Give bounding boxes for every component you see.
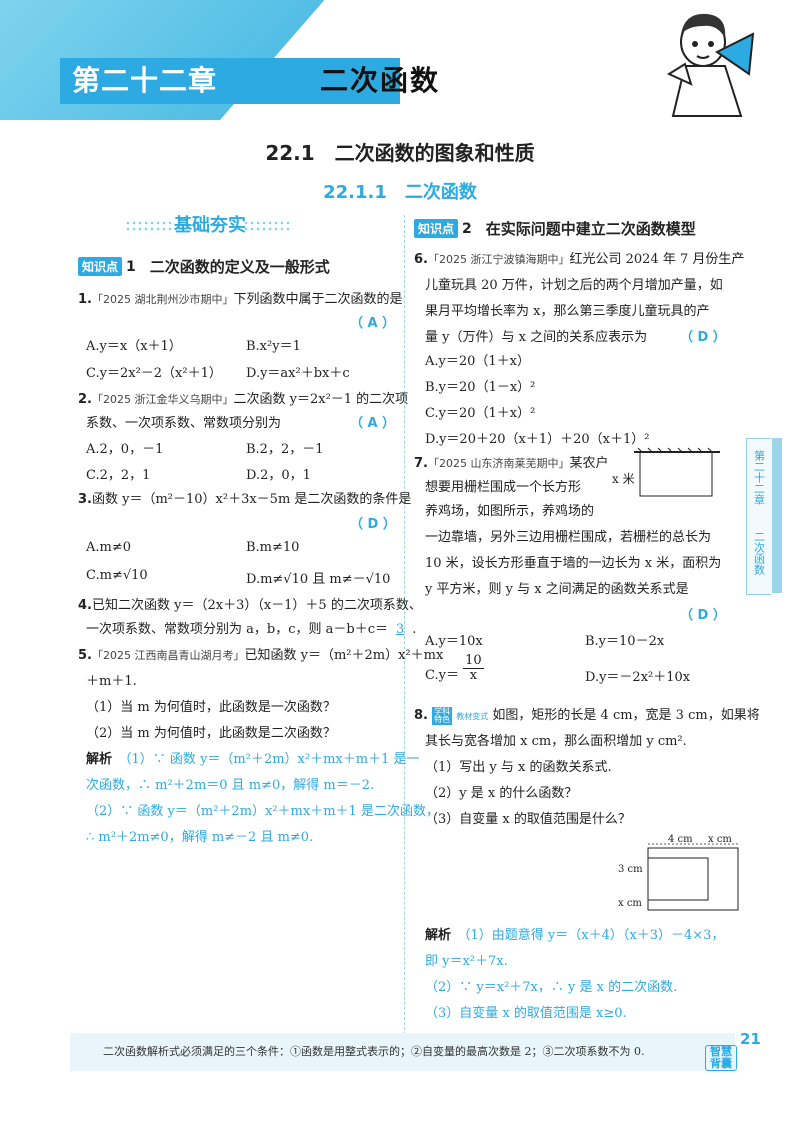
- cartoon-student-icon: [666, 13, 755, 117]
- q1-opt-b: B.x²y＝1: [246, 339, 301, 354]
- q7-stem-2: 想要用栅栏围成一个长方形: [425, 480, 582, 495]
- kp-text: 在实际问题中建立二次函数模型: [485, 220, 696, 238]
- knowledge-point-2: 知识点 2 在实际问题中建立二次函数模型: [414, 218, 696, 239]
- q7-opt-b: B.y＝10－2x: [585, 634, 665, 649]
- kp-tag: 知识点: [414, 219, 459, 238]
- q5-stem: 5.「2025 江西南昌青山湖月考」已知函数 y＝（m²＋2m）x²＋mx: [78, 648, 444, 663]
- side-tab: 第二十二章 二次函数: [746, 438, 771, 595]
- kp-num: 2: [462, 220, 472, 237]
- column-divider: [404, 215, 405, 1040]
- q2-opt-b: B.2，2，－1: [246, 442, 324, 457]
- q8-fig-x2: x cm: [618, 898, 642, 909]
- q6-opt-b: B.y＝20（1－x）²: [425, 380, 536, 395]
- q8-fig-x1: x cm: [708, 834, 732, 845]
- q2-opt-c: C.2，2，1: [86, 468, 151, 483]
- q8-part-1: （1）写出 y 与 x 的函数关系式.: [425, 760, 612, 775]
- q3-opt-a: A.m≠0: [86, 540, 132, 555]
- q4-stem: 4.已知二次函数 y＝（2x＋3）（x－1）＋5 的二次项系数、: [78, 598, 422, 613]
- chapter-bar: [60, 58, 400, 104]
- q6-opt-d: D.y＝20＋20（x＋1）＋20（x＋1）²: [425, 432, 650, 447]
- q8-fig-3: 3 cm: [618, 864, 643, 875]
- q8-fig-4: 4 cm: [668, 834, 693, 845]
- q7-figure: [634, 447, 720, 497]
- q2-answer: （ A ）: [350, 416, 396, 431]
- q8-stem-1: 8. 学科特色 教材变式 如图，矩形的长是 4 cm，宽是 3 cm，如果将: [414, 706, 760, 725]
- footer-tip: 二次函数解析式必须满足的三个条件：①函数是用整式表示的；②自变量的最高次数是 2…: [103, 1045, 645, 1058]
- q8-badge: 学科特色: [432, 706, 453, 725]
- q7-fig-label: x 米: [612, 472, 635, 486]
- q8-badge-text: 教材变式: [456, 712, 489, 721]
- q8-solution-1: 解析 （1）由题意得 y＝（x＋4）（x＋3）－4×3，: [425, 928, 725, 943]
- q7-stem-5: 10 米，设长方形垂直于墙的一边长为 x 米，面积为: [425, 556, 722, 571]
- kp-tag: 知识点: [78, 257, 123, 276]
- footer-brand: 智慧背囊: [705, 1045, 737, 1071]
- q1-opt-c: C.y＝2x²－2（x²＋1）: [86, 366, 222, 381]
- side-tab-topic: 二次函数: [752, 531, 766, 575]
- q6-opt-c: C.y＝20（1＋x）²: [425, 406, 536, 421]
- kp-num: 1: [126, 258, 136, 275]
- q5-solution-2: 次函数，∴ m²＋2m＝0 且 m≠0，解得 m＝－2.: [86, 778, 375, 793]
- q6-answer: （ D ）: [680, 330, 726, 345]
- subsection-title: 22.1.1 二次函数: [323, 182, 477, 203]
- q7-opt-a: A.y＝10x: [425, 634, 483, 649]
- footer-tip-bg: [70, 1033, 735, 1071]
- q6-stem-2: 儿童玩具 20 万件，计划之后的两个月增加产量，如: [425, 278, 723, 293]
- q5-part-1: （1）当 m 为何值时，此函数是一次函数？: [86, 700, 336, 715]
- side-tab-chapter: 第二十二章: [752, 449, 766, 505]
- q5-stem-2: ＋m＋1.: [86, 674, 137, 689]
- q2-opt-d: D.2，0，1: [246, 468, 311, 483]
- side-tab-edge: [772, 438, 782, 593]
- q2-stem-2: 系数、一次项系数、常数项分别为: [86, 416, 282, 431]
- q4-answer: 3: [395, 622, 405, 637]
- section-title: 22.1 二次函数的图象和性质: [265, 141, 535, 165]
- kp-text: 二次函数的定义及一般形式: [149, 258, 330, 276]
- q3-answer: （ D ）: [350, 517, 396, 532]
- q6-stem-1: 6.「2025 浙江宁波镇海期中」红光公司 2024 年 7 月份生产: [414, 252, 745, 267]
- q5-solution-1: 解析 （1）∵ 函数 y＝（m²＋2m）x²＋mx＋m＋1 是一: [86, 752, 420, 767]
- q8-figure: [647, 843, 739, 911]
- q3-opt-d: D.m≠√10 且 m≠－√10: [246, 572, 391, 587]
- page-number: 21: [740, 1030, 761, 1048]
- q1-opt-a: A.y＝x（x＋1）: [86, 339, 182, 354]
- q8-part-3: （3）自变量 x 的取值范围是什么？: [425, 812, 631, 827]
- q5-solution-3: （2）∵ 函数 y＝（m²＋2m）x²＋mx＋m＋1 是二次函数，: [86, 804, 439, 819]
- q3-stem: 3.函数 y＝（m²－10）x²＋3x－5m 是二次函数的条件是: [78, 492, 412, 507]
- q1-stem: 1.「2025 湖北荆州沙市期中」下列函数中属于二次函数的是: [78, 292, 403, 307]
- q7-opt-c: C.y＝ 10 x: [425, 653, 484, 683]
- q7-stem-3: 养鸡场，如图所示，养鸡场的: [425, 504, 595, 519]
- q8-solution-2: 即 y＝x²＋7x.: [425, 954, 508, 969]
- q7-stem-1: 7.「2025 山东济南莱芜期中」某农户: [414, 456, 609, 471]
- q7-stem-6: y 平方米，则 y 与 x 之间满足的函数关系式是: [425, 582, 689, 597]
- q6-stem-4: 量 y（万件）与 x 之间的关系应表示为: [425, 330, 648, 345]
- q1-answer: （ A ）: [350, 316, 396, 331]
- q2-stem: 2.「2025 浙江金华义乌期中」二次函数 y＝2x²－1 的二次项: [78, 392, 409, 407]
- banner-dots-left: [125, 220, 175, 234]
- banner-dots-right: [243, 220, 293, 234]
- q6-stem-3: 果月平均增长率为 x，那么第三季度儿童玩具的产: [425, 304, 710, 319]
- q8-solution-4: （3）自变量 x 的取值范围是 x≥0.: [425, 1006, 627, 1021]
- chapter-title: 二次函数: [320, 64, 441, 97]
- q7-stem-4: 一边靠墙，另外三边用栅栏围成，若栅栏的总长为: [425, 530, 712, 545]
- q5-solution-4: ∴ m²＋2m≠0，解得 m≠－2 且 m≠0.: [86, 830, 314, 845]
- q3-opt-b: B.m≠10: [246, 540, 300, 555]
- q6-opt-a: A.y＝20（1＋x）: [425, 354, 531, 369]
- q4-stem-2: 一次项系数、常数项分别为 a，b，c，则 a－b＋c＝3.: [86, 622, 417, 637]
- q8-part-2: （2）y 是 x 的什么函数？: [425, 786, 578, 801]
- q8-stem-2: 其长与宽各增加 x cm，那么面积增加 y cm².: [425, 734, 687, 749]
- q3-opt-c: C.m≠√10: [86, 568, 148, 583]
- knowledge-point-1: 知识点 1 二次函数的定义及一般形式: [78, 256, 330, 277]
- chapter-label: 第二十二章: [72, 64, 218, 97]
- q1-opt-d: D.y＝ax²＋bx＋c: [246, 366, 350, 381]
- q7-opt-d: D.y＝－2x²＋10x: [585, 670, 691, 685]
- q5-part-2: （2）当 m 为何值时，此函数是二次函数？: [86, 726, 336, 741]
- q7-answer: （ D ）: [680, 608, 726, 623]
- q8-solution-3: （2）∵ y＝x²＋7x，∴ y 是 x 的二次函数.: [425, 980, 678, 995]
- q2-opt-a: A.2，0，－1: [86, 442, 164, 457]
- banner-title: 基础夯实: [174, 215, 246, 236]
